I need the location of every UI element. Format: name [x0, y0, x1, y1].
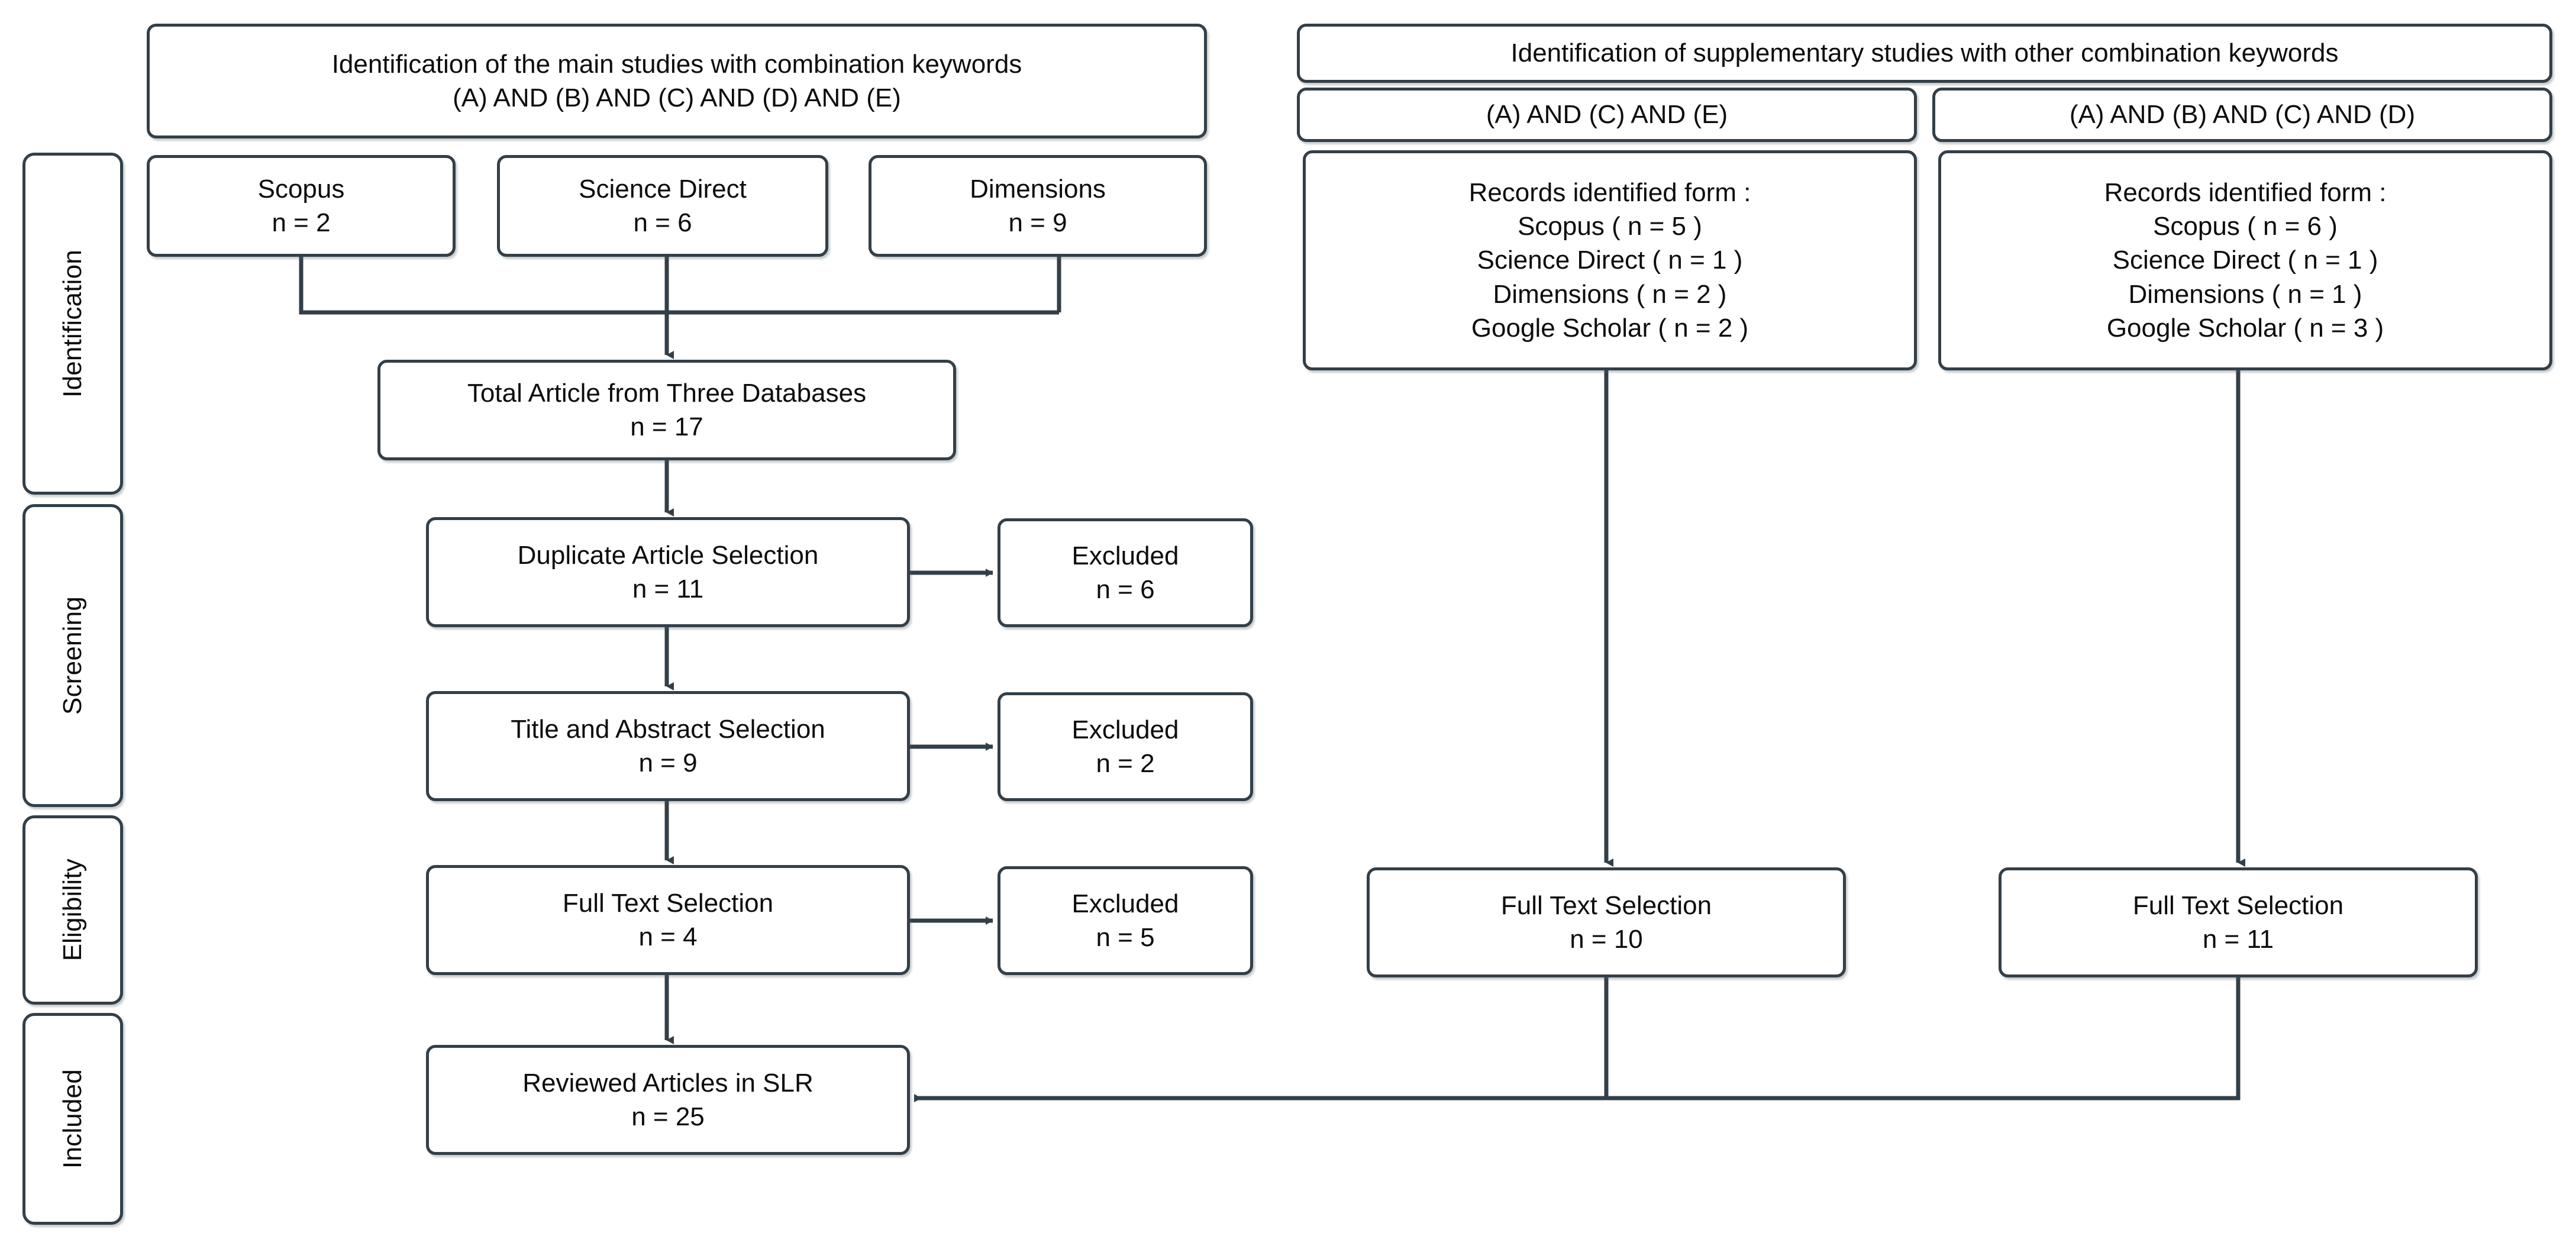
duplicate-label: Duplicate Article Selection: [517, 540, 819, 570]
main-keywords-line-2: (A) AND (B) AND (C) AND (D) AND (E): [453, 83, 901, 112]
records-1-heading: Records identified form :: [1468, 178, 1751, 208]
records-2-item-google-scholar: Google Scholar ( n = 3 ): [2106, 313, 2384, 343]
supplementary-combo-2-header: (A) AND (B) AND (C) AND (D): [1932, 88, 2552, 142]
total-articles-label: Total Article from Three Databases: [467, 378, 867, 408]
duplicate-count: n = 11: [632, 575, 704, 604]
excluded-3-count: n = 5: [1096, 923, 1155, 952]
node-full-text-selection-supp-1: Full Text Selection n = 10: [1367, 867, 1846, 977]
excluded-2-label: Excluded: [1071, 715, 1179, 744]
database-scopus-name: Scopus: [257, 174, 345, 204]
excluded-3-label: Excluded: [1071, 889, 1179, 918]
supplementary-keywords-label: Identification of supplementary studies …: [1510, 38, 2339, 68]
database-science-direct-count: n = 6: [633, 208, 692, 237]
edge-fulltext2-to-reviewed: [914, 977, 2241, 1102]
database-box-scopus: Scopus n = 2: [147, 155, 456, 257]
excluded-1-count: n = 6: [1096, 575, 1155, 604]
fulltext-supp-1-count: n = 10: [1570, 925, 1643, 954]
database-box-dimensions: Dimensions n = 9: [869, 155, 1207, 257]
stage-label-identification: Identification: [22, 153, 123, 495]
records-1-item-scopus: Scopus ( n = 5 ): [1518, 212, 1702, 241]
stage-label-included: Included: [22, 1013, 123, 1225]
fulltext-supp-1-label: Full Text Selection: [1500, 890, 1712, 920]
edge-scopus-to-total: [299, 257, 1059, 315]
stage-label-eligibility: Eligibility: [22, 815, 123, 1005]
node-full-text-selection-main: Full Text Selection n = 4: [426, 865, 910, 975]
stage-eligibility-text: Eligibility: [58, 859, 88, 961]
supplementary-combo-1-header: (A) AND (C) AND (E): [1297, 88, 1917, 142]
database-scopus-count: n = 2: [272, 208, 331, 237]
fulltext-supp-2-count: n = 11: [2202, 925, 2274, 954]
reviewed-label: Reviewed Articles in SLR: [522, 1068, 814, 1098]
records-2-heading: Records identified form :: [2104, 178, 2387, 208]
node-records-identified-1: Records identified form : Scopus ( n = 5…: [1303, 150, 1917, 370]
records-1-item-science-direct: Science Direct ( n = 1 ): [1477, 246, 1743, 275]
main-keywords-header: Identification of the main studies with …: [147, 24, 1207, 138]
stage-label-screening: Screening: [22, 504, 123, 807]
records-1-item-dimensions: Dimensions ( n = 2 ): [1493, 279, 1727, 309]
node-total-articles: Total Article from Three Databases n = 1…: [377, 360, 956, 460]
main-keywords-line-1: Identification of the main studies with …: [331, 49, 1022, 79]
records-2-item-science-direct: Science Direct ( n = 1 ): [2112, 246, 2378, 275]
node-duplicate-article-selection: Duplicate Article Selection n = 11: [426, 517, 910, 627]
node-reviewed-articles-in-slr: Reviewed Articles in SLR n = 25: [426, 1045, 910, 1155]
stage-included-text: Included: [58, 1069, 88, 1169]
stage-identification-text: Identification: [58, 250, 88, 398]
database-science-direct-name: Science Direct: [579, 174, 747, 204]
records-1-item-google-scholar: Google Scholar ( n = 2 ): [1471, 313, 1749, 343]
stage-screening-text: Screening: [58, 596, 88, 715]
title-abstract-count: n = 9: [638, 748, 698, 777]
node-excluded-duplicates: Excluded n = 6: [998, 518, 1253, 627]
database-box-science-direct: Science Direct n = 6: [497, 155, 828, 257]
title-abstract-label: Title and Abstract Selection: [511, 714, 825, 744]
node-title-abstract-selection: Title and Abstract Selection n = 9: [426, 691, 910, 801]
node-excluded-title-abstract: Excluded n = 2: [998, 692, 1253, 801]
records-2-item-dimensions: Dimensions ( n = 1 ): [2128, 279, 2362, 309]
database-dimensions-name: Dimensions: [970, 174, 1106, 204]
records-2-item-scopus: Scopus ( n = 6 ): [2153, 212, 2338, 241]
supplementary-combo-1-label: (A) AND (C) AND (E): [1486, 100, 1728, 130]
supplementary-keywords-header: Identification of supplementary studies …: [1297, 24, 2552, 83]
node-excluded-full-text: Excluded n = 5: [998, 866, 1253, 975]
database-dimensions-count: n = 9: [1008, 208, 1067, 237]
node-records-identified-2: Records identified form : Scopus ( n = 6…: [1938, 150, 2552, 370]
fulltext-main-label: Full Text Selection: [562, 888, 774, 918]
fulltext-main-count: n = 4: [638, 922, 698, 951]
fulltext-supp-2-label: Full Text Selection: [2132, 890, 2344, 920]
excluded-1-label: Excluded: [1071, 541, 1179, 570]
reviewed-count: n = 25: [631, 1102, 705, 1131]
total-articles-count: n = 17: [630, 412, 703, 441]
excluded-2-count: n = 2: [1096, 749, 1155, 778]
supplementary-combo-2-label: (A) AND (B) AND (C) AND (D): [2069, 100, 2416, 130]
node-full-text-selection-supp-2: Full Text Selection n = 11: [1999, 867, 2478, 977]
